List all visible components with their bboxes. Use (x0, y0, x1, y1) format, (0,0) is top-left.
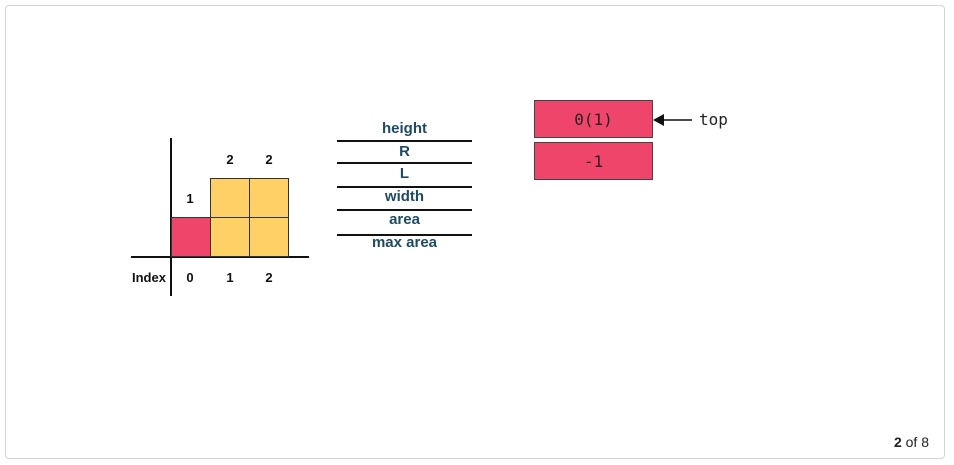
var-height: height (382, 120, 427, 137)
top-pointer-arrow-icon (653, 114, 692, 126)
index-axis-label: Index (132, 270, 166, 285)
stack-item-top: 0(1) (534, 100, 653, 138)
slide-total: 8 (921, 434, 929, 450)
var-max-area: max area (371, 234, 438, 251)
var-divider (337, 186, 472, 188)
var-divider (337, 234, 472, 236)
bar-index-2-upper (249, 178, 289, 218)
var-divider (337, 162, 472, 164)
var-divider (337, 209, 472, 211)
var-width: width (384, 188, 425, 205)
var-l: L (399, 165, 410, 182)
var-r: R (399, 143, 410, 160)
slide-separator: of (905, 434, 918, 450)
bar-value-0: 1 (186, 191, 194, 206)
bar-value-1: 2 (226, 152, 234, 167)
bar-index-1-lower (210, 217, 250, 257)
stack-item-bottom: -1 (534, 142, 653, 180)
slide-counter: 2 of 8 (894, 434, 929, 450)
bar-index-0 (171, 217, 211, 257)
index-label-2: 2 (265, 270, 273, 285)
bar-value-2: 2 (265, 152, 273, 167)
index-label-1: 1 (226, 270, 234, 285)
var-area: area (389, 211, 420, 228)
x-axis (131, 256, 309, 258)
bar-index-1-upper (210, 178, 250, 218)
index-label-0: 0 (186, 270, 194, 285)
var-divider (337, 140, 472, 142)
top-pointer-label: top (699, 110, 728, 129)
slide-current: 2 (893, 434, 902, 450)
bar-index-2-lower (249, 217, 289, 257)
slide-frame (5, 5, 945, 459)
